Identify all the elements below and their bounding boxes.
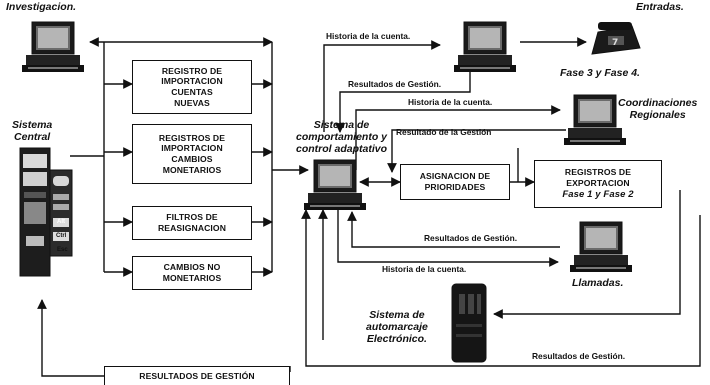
title-investigacion: Investigacion. — [6, 2, 76, 14]
title-sistema-comportamiento: Sistema de comportamiento y control adap… — [296, 120, 387, 155]
link-resultados-central — [42, 300, 290, 376]
box-registro-importacion-cuentas-nuevas: REGISTRO DE IMPORTACION CUENTAS NUEVAS — [132, 60, 252, 114]
computer-investigacion-icon — [22, 22, 84, 72]
box-registros-exportacion-sub: Fase 1 y Fase 2 — [562, 189, 633, 201]
computer-fase34-icon — [564, 95, 626, 145]
computer-llamadas-icon — [570, 222, 632, 272]
label-resultado-gestion-mid: Resultado de la Gestión — [396, 128, 491, 136]
computer-top-icon — [454, 22, 516, 72]
label-key-3: Esc — [57, 247, 68, 253]
box-registros-exportacion-label: REGISTROS DE EXPORTACION — [565, 167, 631, 188]
label-key-1: Alt — [57, 219, 65, 225]
title-entradas: Entradas. — [636, 2, 684, 14]
label-historia-cuenta-low: Historia de la cuenta. — [382, 265, 466, 273]
label-historia-cuenta-top: Historia de la cuenta. — [326, 32, 410, 40]
label-resultados-gestion-low: Resultados de Gestión. — [424, 234, 517, 242]
autodialer-device-icon — [452, 284, 486, 362]
title-fases-3-4: Fase 3 y Fase 4. — [560, 68, 640, 80]
title-coordinaciones-regionales: Coordinaciones Regionales — [618, 98, 697, 122]
box-resultados-gestion: RESULTADOS DE GESTIÓN — [104, 366, 290, 385]
label-historia-cuenta-mid: Historia de la cuenta. — [408, 98, 492, 106]
mainframe-icon — [20, 148, 72, 276]
label-resultados-gestion-top: Resultados de Gestión. — [348, 80, 441, 88]
title-llamadas: Llamadas. — [572, 278, 623, 290]
box-registros-exportacion: REGISTROS DE EXPORTACION Fase 1 y Fase 2 — [534, 160, 662, 208]
label-resultados-gestion-bottom: Resultados de Gestión. — [532, 352, 625, 360]
box-cambios-no-monetarios: CAMBIOS NO MONETARIOS — [132, 256, 252, 290]
label-key-2: Ctrl — [56, 233, 66, 239]
box-filtros-reasignacion: FILTROS DE REASIGNACION — [132, 206, 252, 240]
svg-text:7: 7 — [612, 38, 618, 48]
title-automarcaje: Sistema de automarcaje Electrónico. — [366, 310, 428, 345]
title-sistema-central: Sistema Central — [12, 120, 52, 144]
telephone-icon: 7 — [592, 22, 640, 54]
box-registros-importacion-cambios-monetarios: REGISTROS DE IMPORTACION CAMBIOS MONETAR… — [132, 124, 252, 184]
box-asignacion-prioridades: ASIGNACION DE PRIORIDADES — [400, 164, 510, 200]
